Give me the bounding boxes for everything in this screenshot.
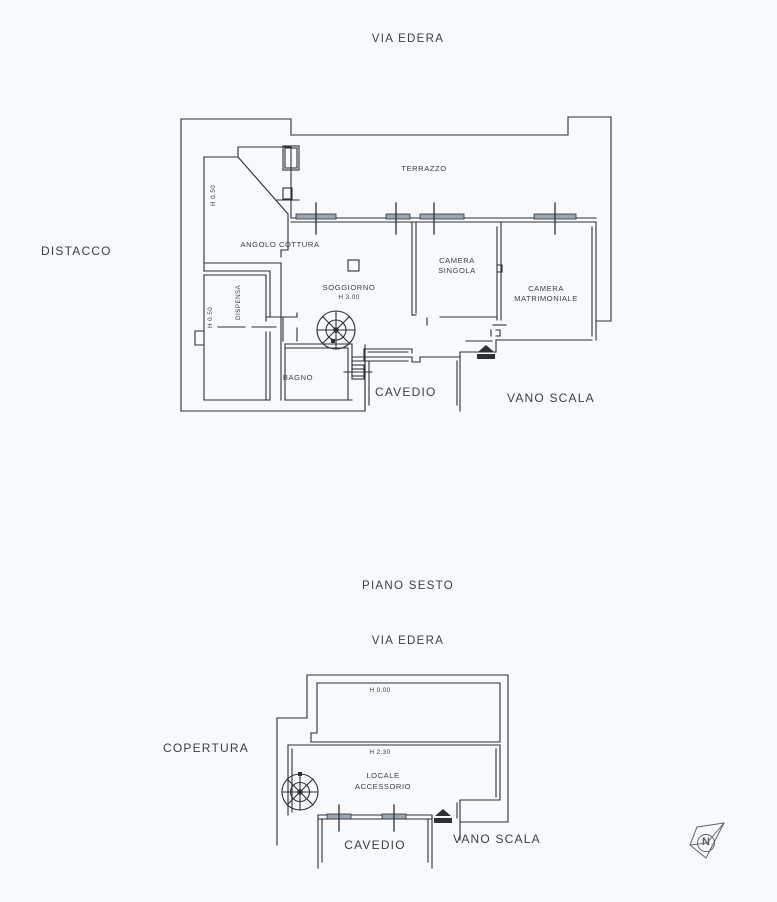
room-label-vano-scala-upper: VANO SCALA (507, 391, 595, 405)
soggiorno-column (347, 259, 360, 272)
terrace-windows (295, 202, 577, 235)
upper-left-small-windows (276, 145, 300, 201)
lower-street-label: VIA EDERA (371, 635, 445, 647)
cavedio-walls-lower (317, 804, 433, 869)
upper-outer-outline (180, 116, 612, 412)
height-note-soggiorno: H 3.00 (338, 294, 360, 301)
room-label-camera-singola-line1: CAMERA (439, 256, 475, 265)
room-label-soggiorno: SOGGIORNO (322, 283, 376, 292)
room-label-camera-matrimoniale-line2: MATRIMONIALE (514, 294, 578, 303)
room-label-bagno: BAGNO (282, 373, 314, 382)
stair-marker-upper (477, 345, 495, 359)
copertura-label: COPERTURA (163, 741, 249, 755)
room-label-terrazzo: TERRAZZO (401, 164, 447, 173)
section-label-piano-sesto: PIANO SESTO (361, 580, 455, 592)
spiral-staircase-icon-lower (281, 772, 319, 811)
north-arrow-label: N (702, 836, 711, 848)
north-arrow-icon (689, 822, 725, 859)
spiral-staircase-icon (316, 310, 356, 350)
dispensa-bagno-block (194, 270, 298, 401)
living-kitchen-wall (203, 249, 282, 345)
lower-outer-outline (276, 674, 509, 846)
room-label-locale-accessorio-line2: ACCESSORIO (354, 782, 412, 791)
room-label-cavedio-upper: CAVEDIO (375, 385, 437, 399)
room-label-cavedio-lower: CAVEDIO (344, 838, 406, 852)
room-label-locale-accessorio-line1: LOCALE (366, 771, 400, 780)
room-label-camera-matrimoniale-line1: CAMERA (528, 284, 564, 293)
upper-interior-walls (411, 221, 597, 341)
height-note-roof: H 0.00 (369, 687, 391, 694)
upper-street-label: VIA EDERA (371, 33, 445, 45)
bagno-walls (280, 343, 353, 401)
room-label-camera-singola-line2: SINGOLA (438, 266, 476, 275)
room-label-dispensa: DISPENSA (235, 284, 242, 320)
room-label-vano-scala-lower: VANO SCALA (453, 832, 541, 846)
roof-slab-h000 (310, 682, 501, 746)
distacco-label: DISTACCO (41, 244, 112, 258)
height-note-terrace-left: H 0.50 (210, 184, 217, 206)
cavedio-walls-upper (343, 344, 497, 412)
stair-marker-lower (434, 809, 452, 823)
room-label-angolo-cottura: ANGOLO COTTURA (240, 240, 320, 249)
height-note-dispensa: H 0.50 (207, 306, 214, 328)
height-note-locale: H 2.30 (369, 749, 391, 756)
terrace-south-wall (290, 215, 597, 223)
